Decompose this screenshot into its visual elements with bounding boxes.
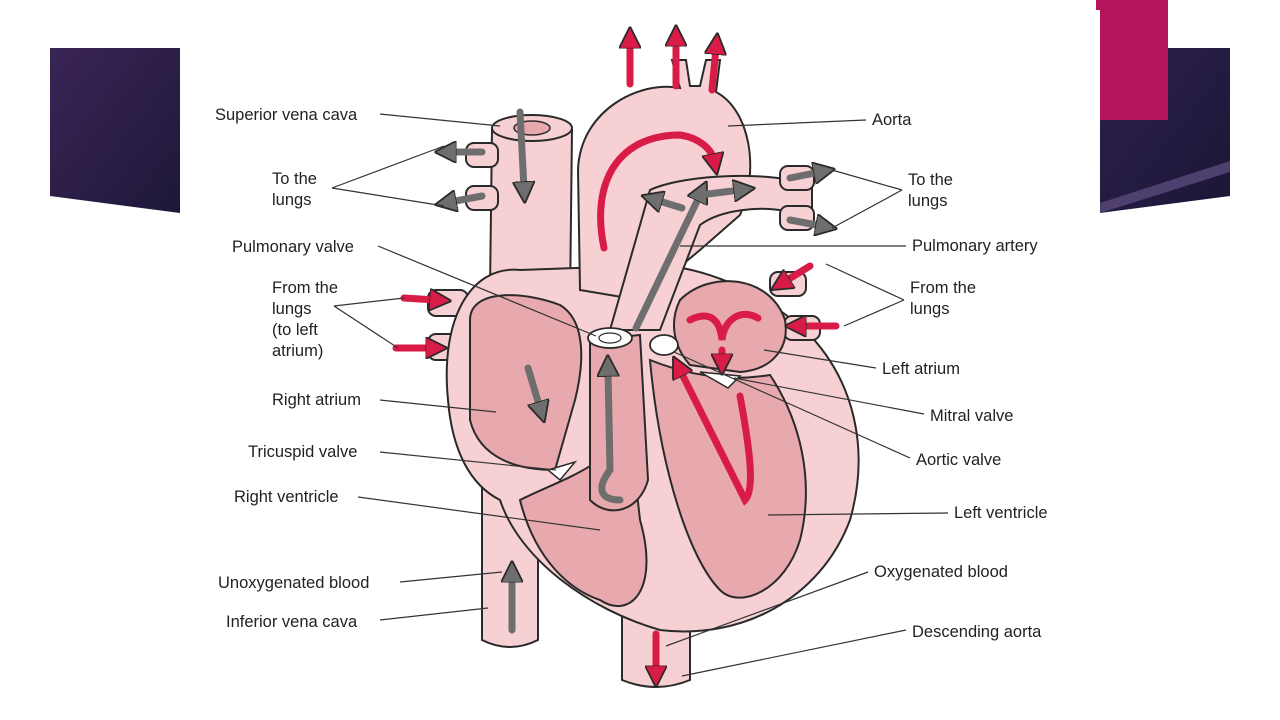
label-to-lungs-left-line2: lungs (272, 191, 311, 209)
pulmonary-valve-shape (587, 327, 633, 349)
label-superior-vena-cava: Superior vena cava (215, 106, 358, 124)
label-from-lungs-left-line1: From the (272, 279, 338, 297)
diagram-labels: Superior vena cava To the lungs Pulmonar… (215, 106, 1048, 677)
label-from-lungs-right-line2: lungs (910, 300, 949, 318)
label-inferior-vena-cava: Inferior vena cava (226, 613, 358, 631)
label-left-atrium: Left atrium (882, 360, 960, 378)
label-descending-aorta: Descending aorta (912, 623, 1042, 641)
label-pulmonary-artery: Pulmonary artery (912, 237, 1038, 255)
label-from-lungs-left-line3: (to left (272, 321, 318, 339)
label-to-lungs-right-line1: To the (908, 171, 953, 189)
label-to-lungs-left-line1: To the (272, 170, 317, 188)
label-oxygenated-blood: Oxygenated blood (874, 563, 1008, 581)
label-mitral-valve: Mitral valve (930, 407, 1013, 425)
tricuspid-valve-shape (546, 460, 578, 482)
label-right-ventricle: Right ventricle (234, 488, 339, 506)
right-atrium-chamber (469, 294, 583, 472)
label-tricuspid-valve: Tricuspid valve (248, 443, 357, 461)
label-from-lungs-left-line4: atrium) (272, 342, 323, 360)
aortic-valve-shape (649, 334, 679, 356)
label-from-lungs-right-line1: From the (910, 279, 976, 297)
heart-diagram: Superior vena cava To the lungs Pulmonar… (180, 10, 1100, 710)
slide-accent-block (1096, 0, 1168, 120)
label-right-atrium: Right atrium (272, 391, 361, 409)
heart-illustration (392, 40, 860, 688)
label-unoxygenated-blood: Unoxygenated blood (218, 574, 369, 592)
deoxygenated-flow-arrows (450, 108, 822, 634)
label-aortic-valve: Aortic valve (916, 451, 1001, 469)
slide-decoration-left (50, 48, 180, 213)
left-ventricle-chamber (648, 358, 807, 599)
label-aorta: Aorta (872, 111, 912, 129)
label-pulmonary-valve: Pulmonary valve (232, 238, 354, 256)
oxygenated-flow-arrows (392, 40, 840, 672)
right-outflow-channel (589, 333, 650, 512)
label-left-ventricle: Left ventricle (954, 504, 1048, 522)
label-to-lungs-right-line2: lungs (908, 192, 947, 210)
label-from-lungs-left-line2: lungs (272, 300, 311, 318)
